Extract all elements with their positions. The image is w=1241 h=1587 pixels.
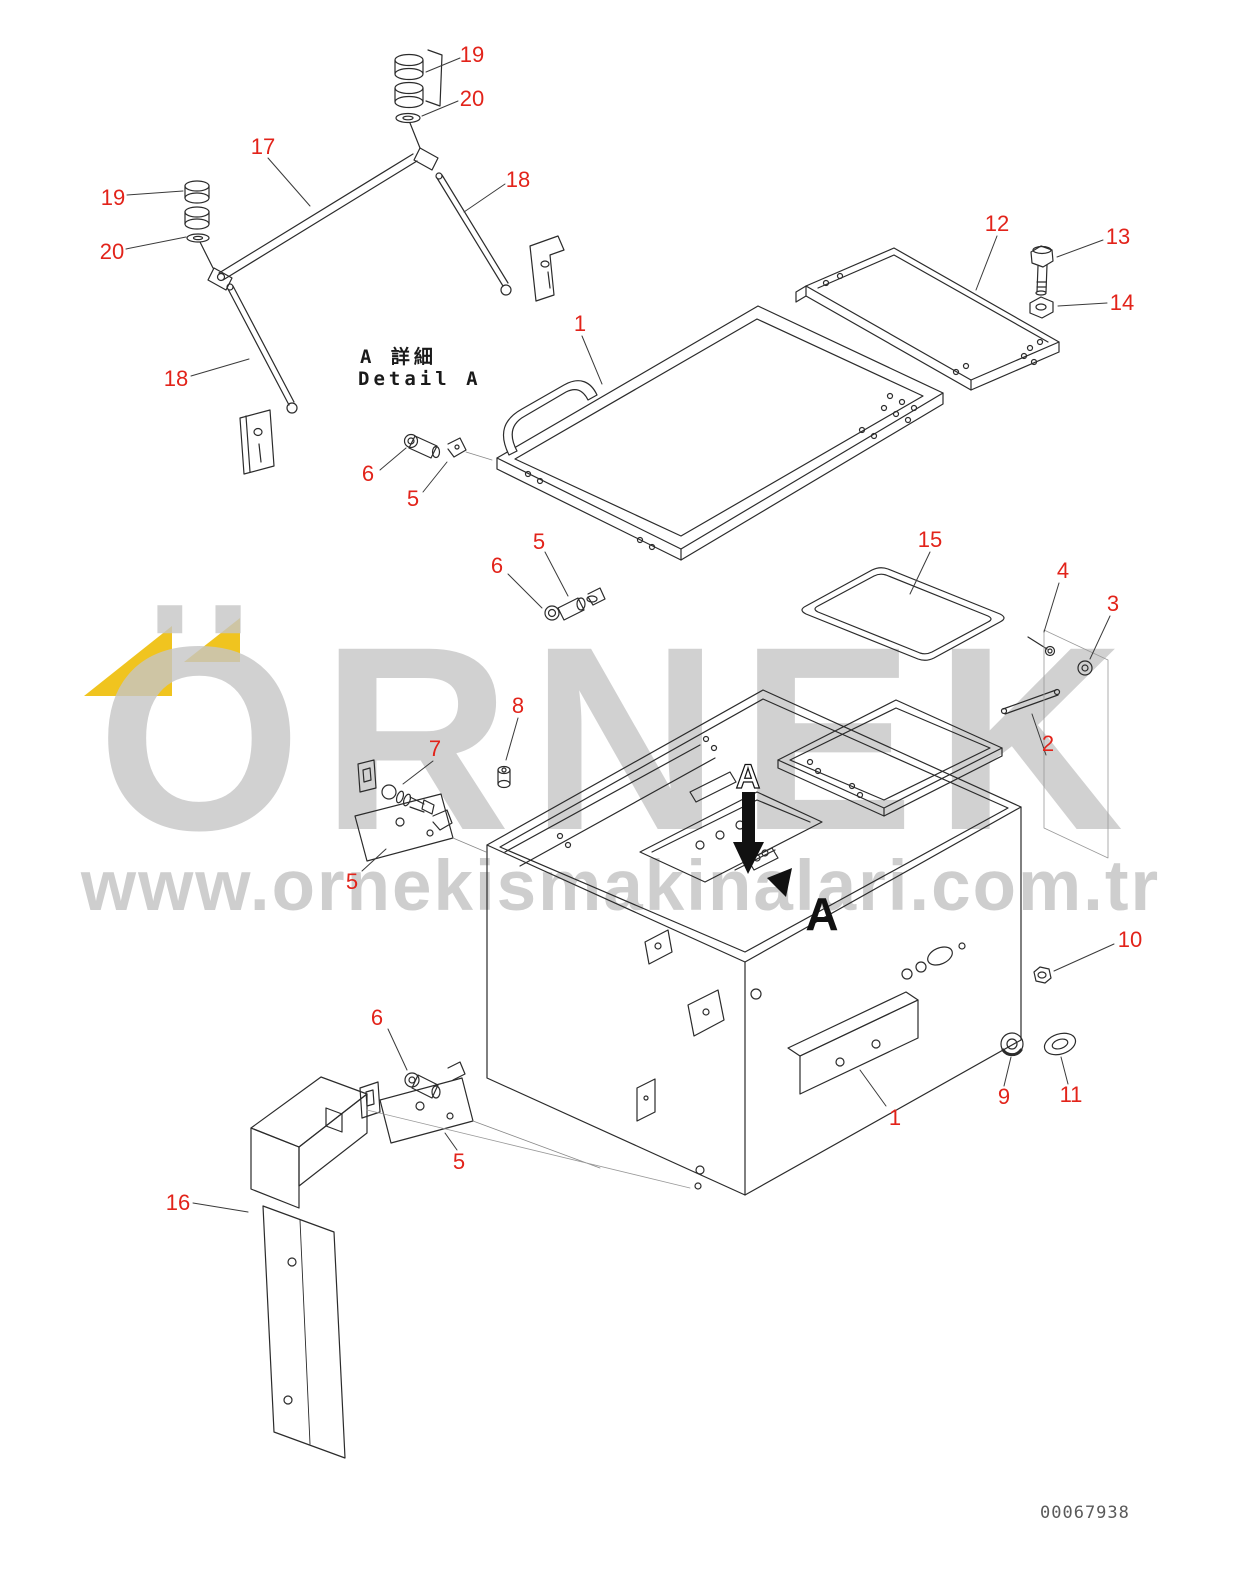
callout-8: 8 (511, 693, 525, 718)
callout-18: 18 (163, 366, 189, 391)
watermark-url: www.ornekismakinalari.com.tr (80, 847, 1161, 926)
callout-1: 1 (888, 1105, 902, 1130)
callout-5: 5 (452, 1149, 466, 1174)
grommet-11 (1043, 1032, 1077, 1056)
bolt-13 (1030, 245, 1054, 296)
view-letter-bold: A (805, 888, 838, 940)
callout-19: 19 (459, 42, 485, 67)
callout-19: 19 (100, 185, 126, 210)
callout-16: 16 (165, 1190, 191, 1215)
callout-5: 5 (345, 869, 359, 894)
callout-9: 9 (997, 1084, 1011, 1109)
callout-1: 1 (573, 311, 587, 336)
callout-12: 12 (984, 211, 1010, 236)
nut-10 (1033, 966, 1052, 984)
callout-5: 5 (406, 486, 420, 511)
callout-5: 5 (532, 529, 546, 554)
pin-2 (1000, 688, 1061, 715)
nut-stack-left (184, 180, 214, 269)
watermark-brand: ÖRNEK (97, 592, 1144, 885)
callout-17: 17 (250, 134, 276, 159)
section-arrow-icon (733, 792, 792, 897)
detail-note-en: Detail A (358, 368, 482, 390)
callout-13: 13 (1105, 224, 1131, 249)
nut-stack-top (394, 49, 443, 149)
detail-boundary (1043, 629, 1109, 859)
nut-14 (1029, 296, 1054, 319)
ornek-logo-icon (84, 618, 240, 696)
plate-12 (795, 247, 1060, 391)
base-bracket (787, 991, 919, 1095)
washer-4 (1027, 636, 1056, 657)
document-number: 00067938 (1040, 1503, 1130, 1523)
callout-6: 6 (361, 461, 375, 486)
callout-7: 7 (428, 736, 442, 761)
callout-6: 6 (490, 553, 504, 578)
plug-8 (497, 765, 511, 789)
callout-11: 11 (1059, 1082, 1083, 1107)
latch-top (403, 433, 493, 461)
grommet-9 (1000, 1032, 1024, 1057)
callout-3: 3 (1106, 591, 1120, 616)
callout-10: 10 (1117, 927, 1143, 952)
latch-mid (544, 587, 606, 621)
callout-6: 6 (370, 1005, 384, 1030)
rod-18-left (226, 283, 298, 475)
callout-15: 15 (917, 527, 943, 552)
rod-17 (207, 147, 439, 291)
callout-14: 14 (1109, 290, 1135, 315)
detail-note-jp: A 詳細 (360, 346, 437, 368)
callout-20: 20 (99, 239, 125, 264)
latch-7-plate-5 (354, 759, 487, 862)
box-body (486, 689, 1022, 1196)
gasket-15 (801, 567, 1005, 661)
callout-4: 4 (1056, 558, 1070, 583)
rod-18-right (435, 172, 565, 302)
cover-16 (250, 1076, 691, 1459)
leader-lines (125, 57, 1115, 1213)
lid-panel (496, 305, 944, 561)
washer-3 (1077, 660, 1093, 676)
callout-2: 2 (1041, 731, 1055, 756)
callout-20: 20 (459, 86, 485, 111)
callout-18: 18 (505, 167, 531, 192)
view-letter-outline: A (736, 758, 761, 796)
latch-lower (359, 1061, 601, 1169)
